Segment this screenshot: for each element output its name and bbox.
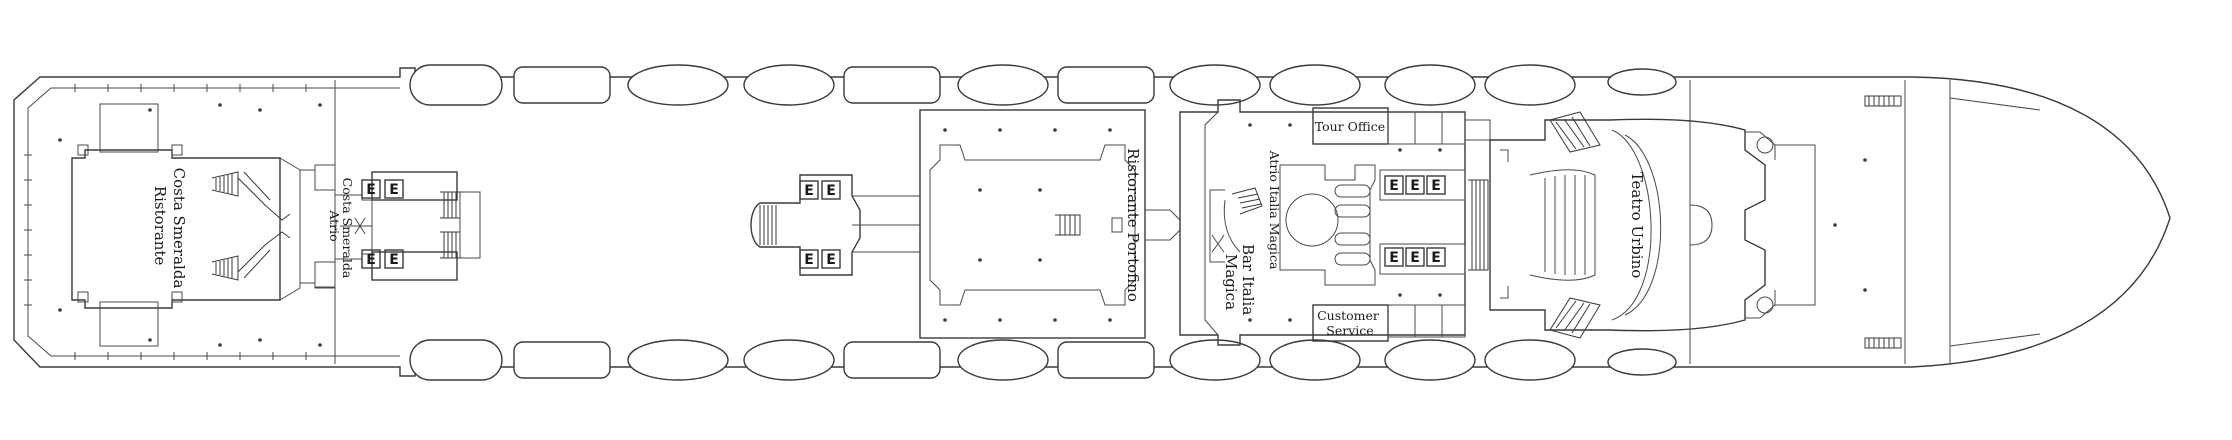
svg-text:E: E xyxy=(1389,250,1399,266)
lifeboat xyxy=(409,339,503,381)
lifeboats xyxy=(409,64,1677,381)
label-ristorante-portofino: Ristorante Portofino xyxy=(1124,148,1142,302)
svg-text:E: E xyxy=(1410,178,1420,194)
ristorante-portofino-area xyxy=(919,109,1181,339)
columns xyxy=(58,103,1867,347)
label-atrio-italia-magica: Atrio Italia Magica xyxy=(1267,150,1282,270)
svg-text:E: E xyxy=(804,252,814,268)
lifeboat xyxy=(957,64,1049,106)
elevator-icon: E xyxy=(1426,247,1446,267)
label-atrio-costa-smeralda: Atrio Costa Smeralda xyxy=(327,178,355,279)
svg-text:E: E xyxy=(1431,250,1441,266)
svg-text:E: E xyxy=(826,252,836,268)
venue-labels: Ristorante Costa Smeralda Atrio Costa Sm… xyxy=(151,119,1646,338)
lifeboat xyxy=(957,339,1049,381)
svg-text:E: E xyxy=(826,183,836,199)
lifeboat xyxy=(1169,339,1261,381)
svg-text:E: E xyxy=(366,252,376,268)
lifeboat xyxy=(1169,64,1261,106)
lifeboat xyxy=(627,339,729,381)
elevator-icon: E xyxy=(821,180,841,200)
svg-text:E: E xyxy=(389,252,399,268)
elevator-icon: E xyxy=(384,179,404,199)
elevator-icon: E xyxy=(1405,175,1425,195)
hull-markings xyxy=(24,84,307,360)
lifeboat xyxy=(513,341,611,379)
elevator-icon: E xyxy=(384,249,404,269)
lifeboat xyxy=(513,66,611,104)
elevator-icon: E xyxy=(799,249,819,269)
lifeboat xyxy=(1607,348,1677,376)
lifeboat xyxy=(1269,339,1361,381)
label-customer-service: Customer Service xyxy=(1317,308,1383,338)
lifeboat xyxy=(843,341,941,379)
teatro-urbino-area xyxy=(1489,111,1816,339)
lifeboat xyxy=(1484,64,1576,106)
lifeboat xyxy=(743,64,835,106)
lifeboat xyxy=(1384,339,1476,381)
elevator-icon: E xyxy=(361,179,381,199)
lifeboat xyxy=(743,339,835,381)
elevator-icon: E xyxy=(1405,247,1425,267)
svg-text:E: E xyxy=(1410,250,1420,266)
elevator-icon: E xyxy=(1384,175,1404,195)
label-teatro-urbino: Teatro Urbino xyxy=(1628,172,1646,279)
lifeboat xyxy=(409,64,503,106)
elevator-icon: E xyxy=(799,180,819,200)
lifeboat xyxy=(843,66,941,104)
elevator-icon: E xyxy=(361,249,381,269)
label-bar-italia-magica: Bar Italia Magica xyxy=(1222,244,1257,320)
forward-stair-core xyxy=(1379,169,1489,275)
label-ristorante-costa-smeralda: Ristorante Costa Smeralda xyxy=(151,168,188,289)
svg-text:E: E xyxy=(389,182,399,198)
lifeboat xyxy=(1269,64,1361,106)
ristorante-costa-smeralda-area xyxy=(71,103,301,347)
lifeboat xyxy=(1384,64,1476,106)
offices xyxy=(1312,107,1491,342)
lifeboat xyxy=(1607,68,1677,96)
svg-text:E: E xyxy=(804,183,814,199)
bow xyxy=(1864,95,2041,349)
lifeboat xyxy=(627,64,729,106)
label-tour-office: Tour Office xyxy=(1315,119,1385,134)
lifeboat xyxy=(1484,339,1576,381)
svg-text:E: E xyxy=(366,182,376,198)
lifeboat xyxy=(1057,341,1155,379)
svg-text:E: E xyxy=(1389,178,1399,194)
elevator-icon: E xyxy=(1384,247,1404,267)
elevators: E E E E E E E E E E E E E E xyxy=(361,175,1446,269)
svg-text:E: E xyxy=(1431,178,1441,194)
lifeboat xyxy=(1057,66,1155,104)
elevator-icon: E xyxy=(1426,175,1446,195)
elevator-icon: E xyxy=(821,249,841,269)
